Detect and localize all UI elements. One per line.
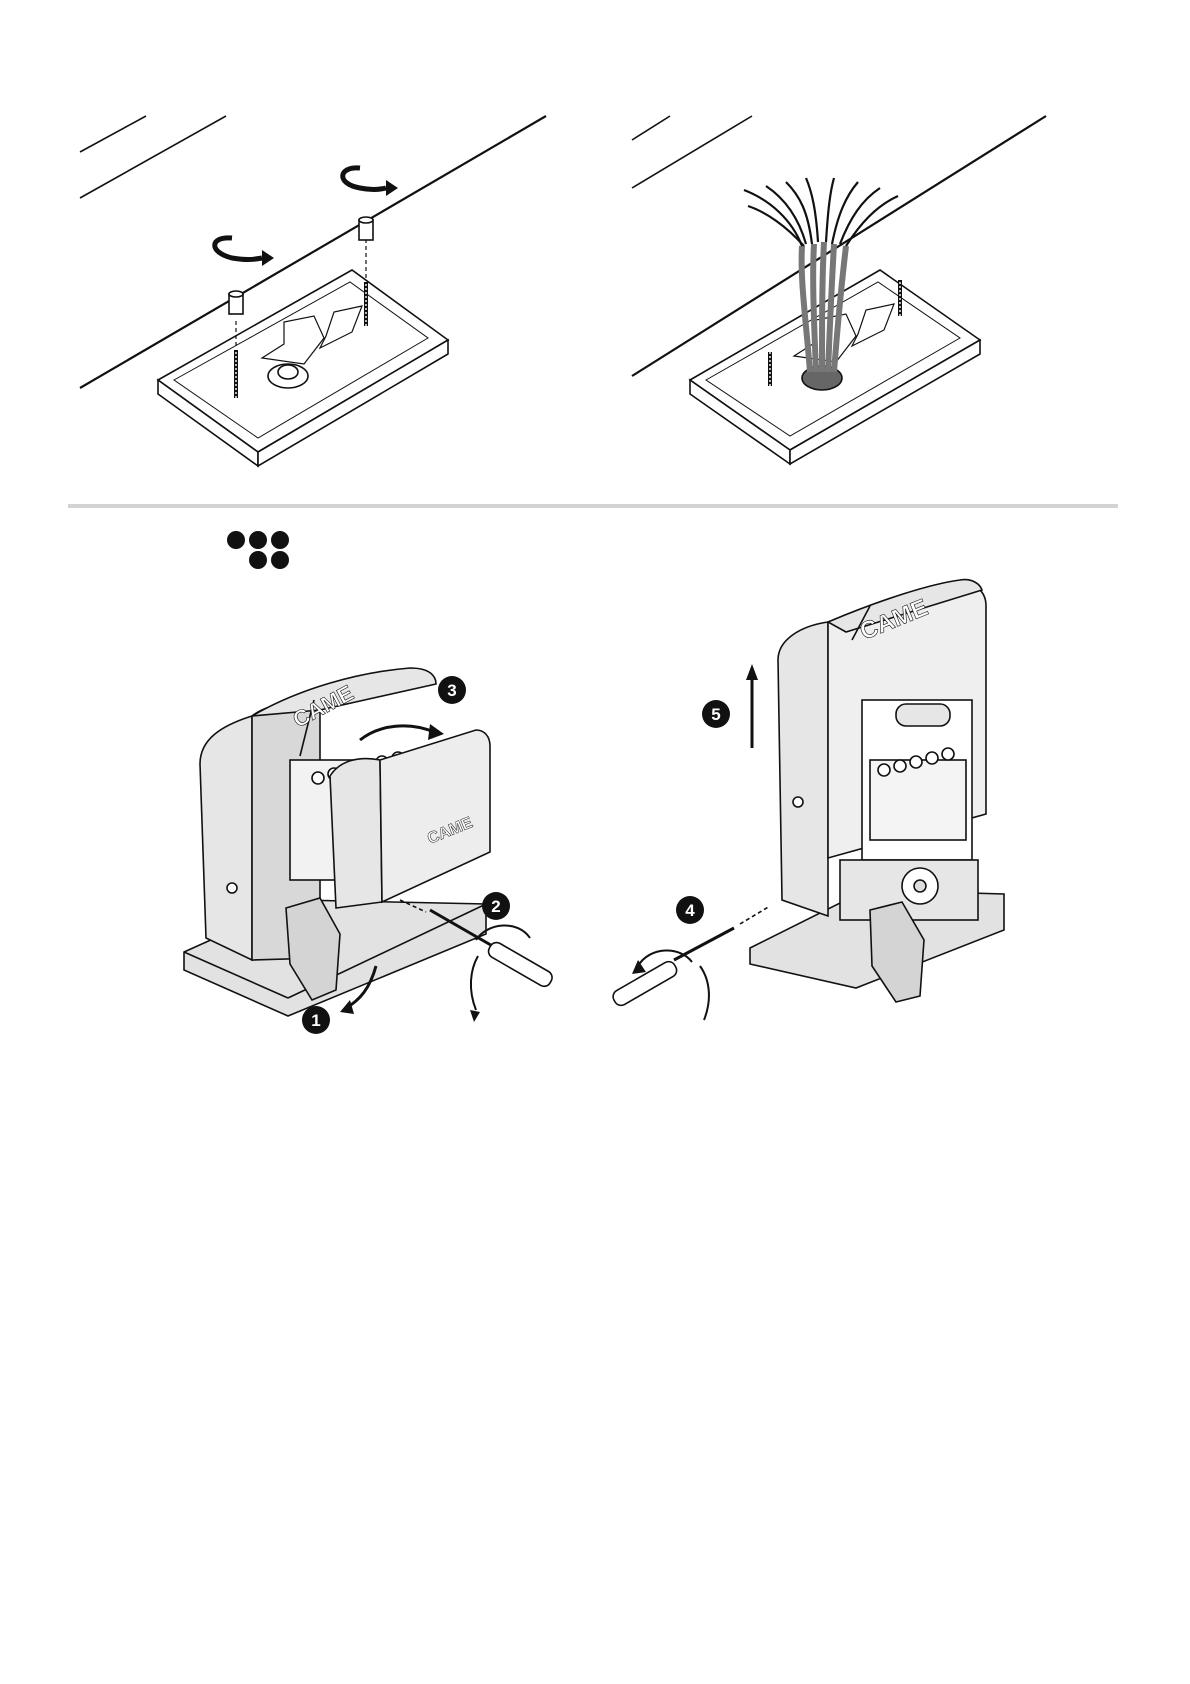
section-divider xyxy=(68,504,1118,508)
step-marker-3: 3 xyxy=(438,676,466,704)
figure-remove-cover: CAME CAME xyxy=(184,668,555,1022)
step-number-1: 1 xyxy=(311,1011,320,1030)
step-number-3: 3 xyxy=(447,681,456,700)
step-marker-4: 4 xyxy=(676,896,704,924)
figure-base-plate-cables xyxy=(632,116,1046,464)
step-number-5: 5 xyxy=(711,705,720,724)
step-number-2: 2 xyxy=(491,897,500,916)
step-marker-1: 1 xyxy=(302,1006,330,1034)
step-marker-2: 2 xyxy=(482,892,510,920)
difficulty-indicator-icon xyxy=(227,531,289,569)
figure-cover-removed: CAME xyxy=(611,580,1004,1020)
figure-base-plate-spacers xyxy=(80,116,546,466)
step-marker-5: 5 xyxy=(702,700,730,728)
step-number-4: 4 xyxy=(685,901,695,920)
